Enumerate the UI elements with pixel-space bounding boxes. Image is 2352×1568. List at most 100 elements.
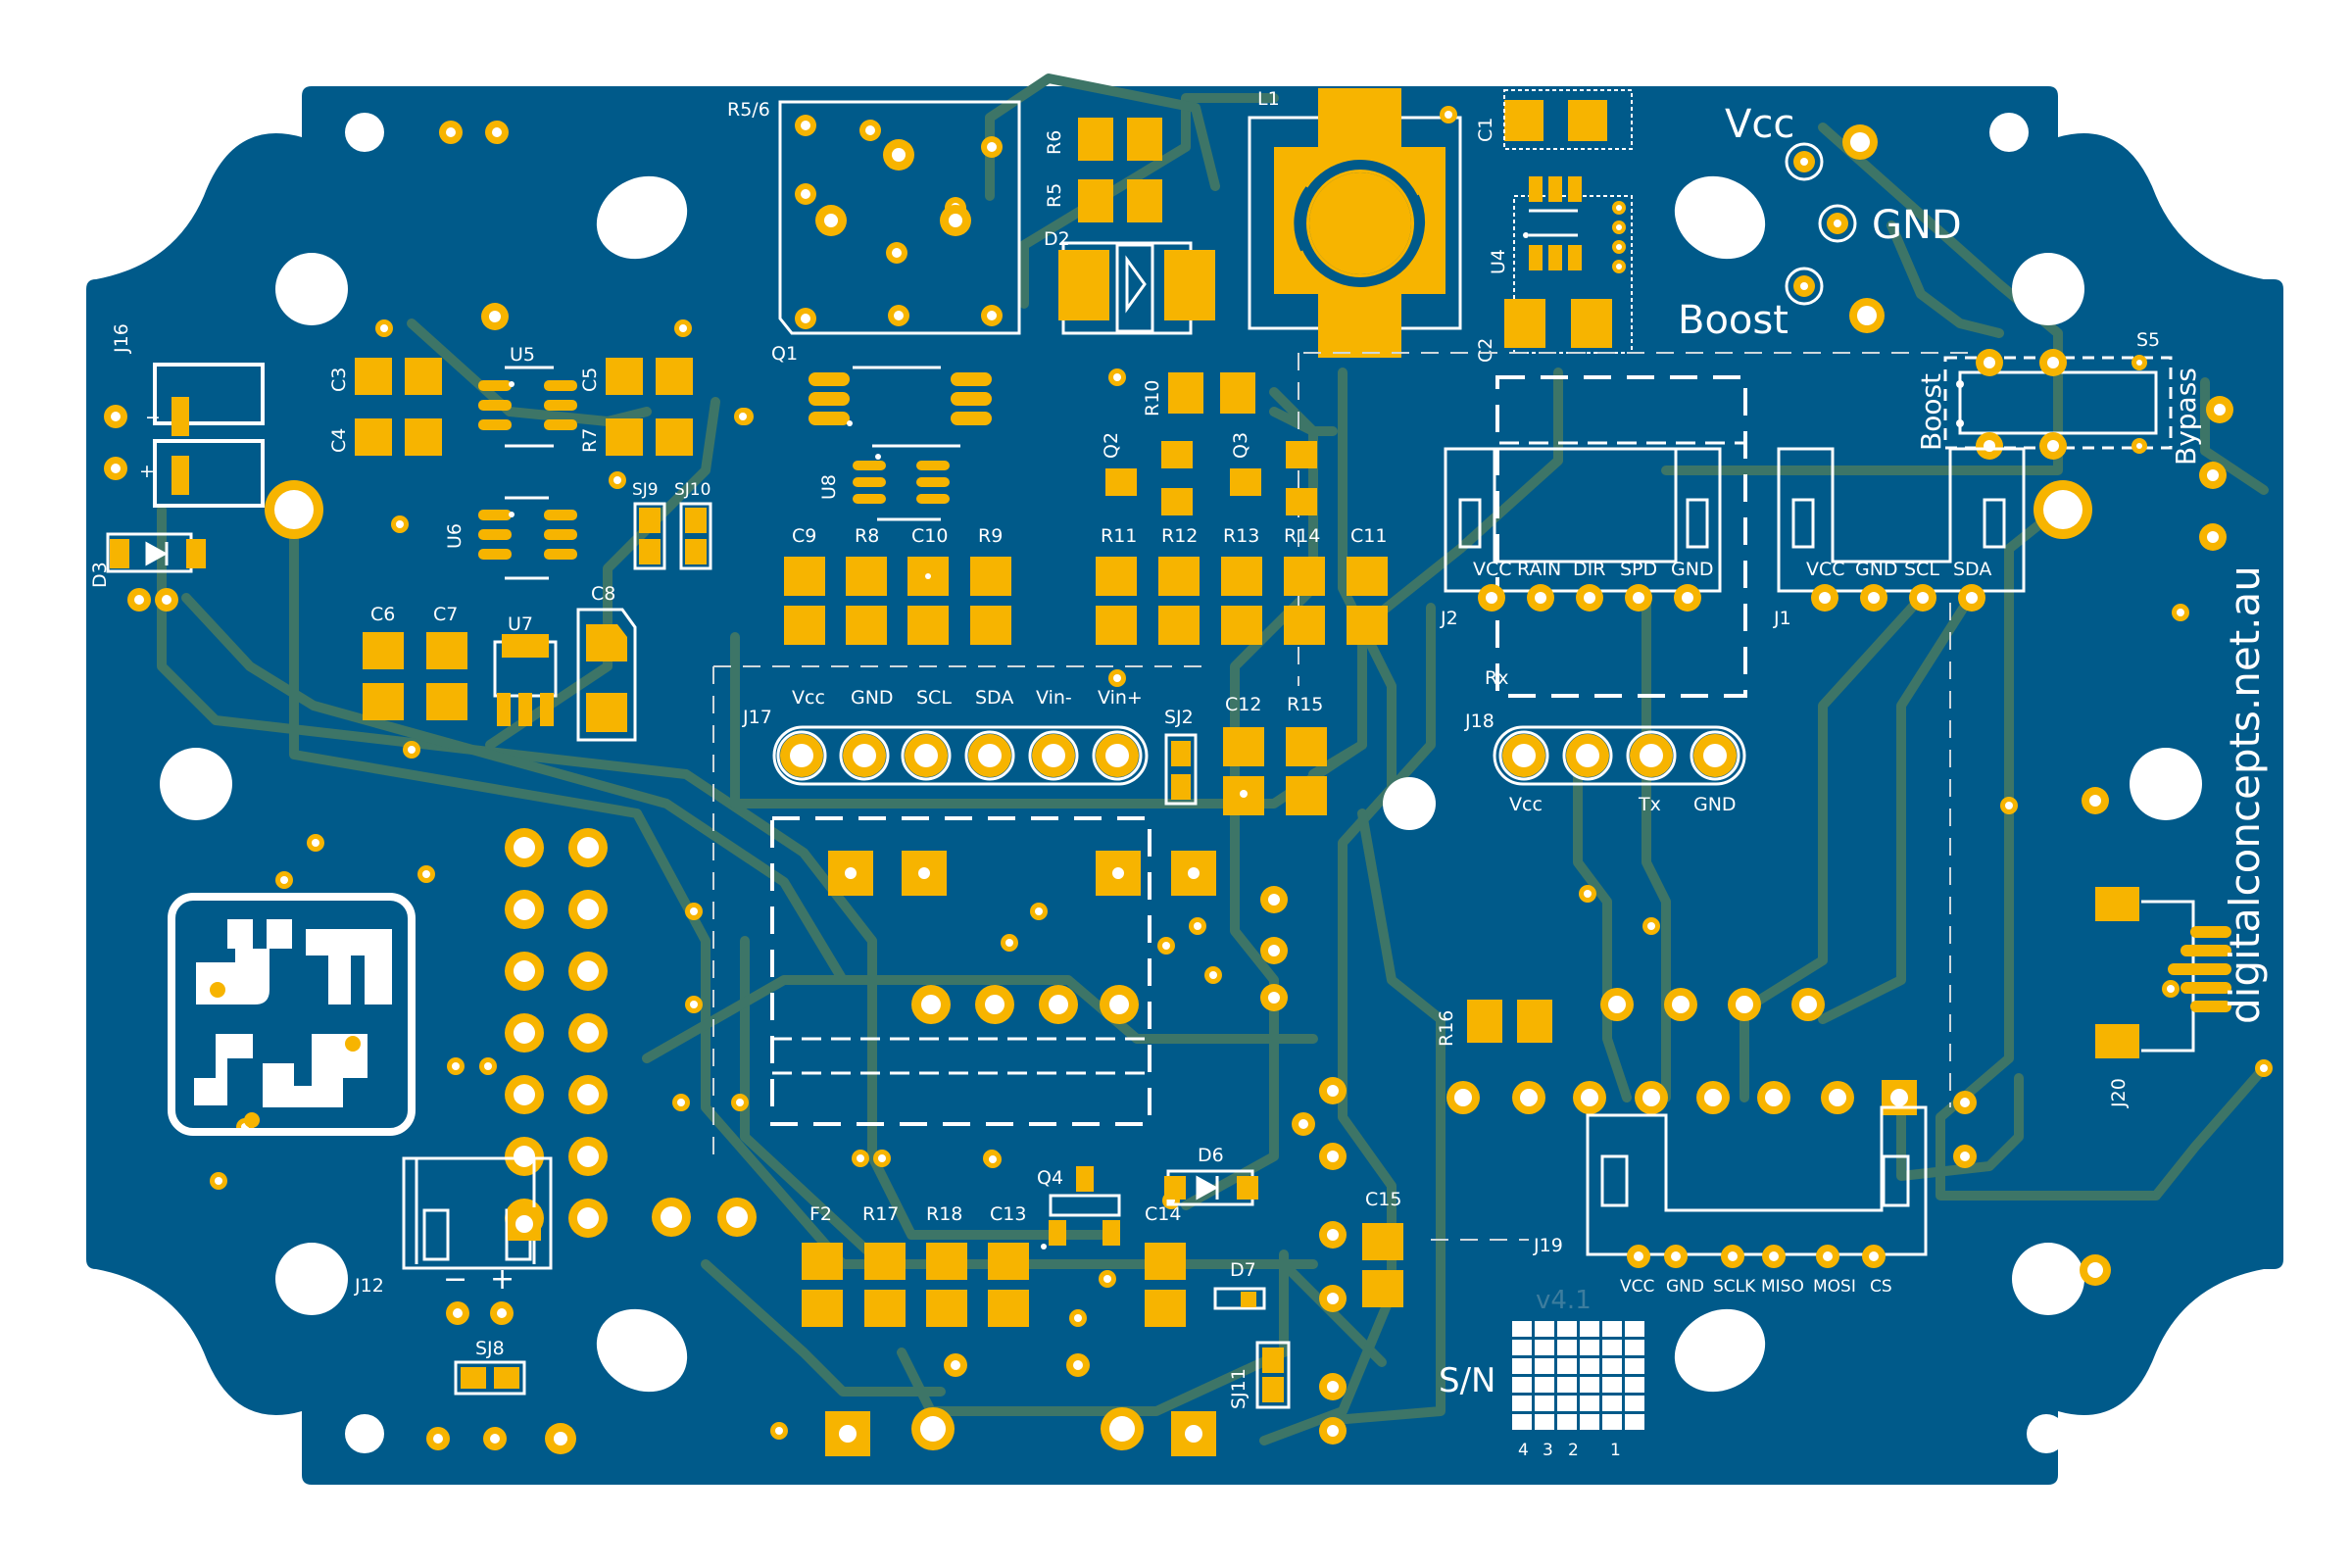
q1-label: Q1 (771, 343, 798, 365)
sj8-label: SJ8 (475, 1338, 505, 1359)
j2-pin-2: RAIN (1517, 559, 1561, 580)
j17-pin-5: Vin- (1036, 687, 1072, 709)
c3-label: C3 (328, 368, 350, 392)
serial-cell (1625, 1358, 1644, 1374)
c15-label: C15 (1365, 1189, 1401, 1210)
serial-cell (1512, 1321, 1532, 1337)
d3-diode: D3 (89, 532, 206, 612)
j1-pin-1: VCC (1806, 559, 1845, 580)
serial-cell (1602, 1377, 1622, 1393)
s5-boost-label: Boost (1915, 373, 1947, 451)
j2-connector: J2 VCC RAIN DIR SPD GND Rx (1440, 375, 1747, 698)
serial-cell (1512, 1377, 1532, 1393)
j19-pin-3: SCLK (1713, 1277, 1756, 1297)
serial-cell (1557, 1414, 1577, 1430)
j19-pin-6: CS (1870, 1277, 1892, 1297)
serial-cell (1602, 1414, 1622, 1430)
serial-cell (1557, 1396, 1577, 1411)
q1-area: R5/6 Q1 (727, 99, 1021, 365)
j19-pin-5: MOSI (1813, 1277, 1856, 1297)
serial-cell (1625, 1414, 1644, 1430)
j12-minus: − (443, 1262, 467, 1297)
vcc-label: Vcc (1725, 102, 1794, 147)
j2-pin-1: VCC (1473, 559, 1512, 580)
sj9-label: SJ9 (632, 480, 659, 500)
serial-cell (1580, 1321, 1599, 1337)
r11-c11-row: R11 R12 R13 R14 C11 (1096, 525, 1388, 687)
d3-label: D3 (89, 562, 111, 588)
sn-digit-1: 1 (1610, 1441, 1621, 1460)
bottom-components: F2 R17 R18 C13 C14 Q4 D6 D7 SJ11 (802, 1145, 1403, 1456)
r10-q2-q3: R10 Q2 Q3 (1101, 368, 1317, 515)
c13-label: C13 (990, 1203, 1026, 1225)
u6-label: U6 (444, 523, 466, 549)
c9-r9-row: C9 R8 C10 R9 (784, 525, 1011, 645)
u8-chip: U8 (734, 366, 992, 521)
serial-cell (1580, 1396, 1599, 1411)
j1-pin-3: SCL (1904, 559, 1939, 580)
s5-bypass-label: Bypass (2170, 368, 2202, 466)
u6-chip: U6 (444, 496, 577, 580)
c5-label: C5 (579, 368, 601, 392)
j1-label: J1 (1773, 608, 1791, 629)
j20-label: J20 (2108, 1078, 2130, 1108)
u7-label: U7 (508, 613, 533, 635)
u5-area: C3 C4 C5 R7 U5 (328, 319, 754, 533)
r18-label: R18 (926, 1203, 962, 1225)
r14-label: R14 (1284, 525, 1320, 547)
r10-label: R10 (1142, 380, 1163, 416)
serial-cell (1625, 1396, 1644, 1411)
sj2-label: SJ2 (1164, 707, 1194, 728)
serial-cell (1512, 1414, 1532, 1430)
rx-label: Rx (1485, 667, 1508, 689)
j2-label: J2 (1440, 608, 1458, 629)
r6-label: R6 (1044, 130, 1065, 155)
center-module (770, 816, 1222, 1126)
sj11-label: SJ11 (1228, 1368, 1250, 1409)
j2-pin-5: GND (1671, 559, 1714, 580)
test-points: Vcc GND Boost (1298, 102, 1970, 686)
serial-cell (1580, 1340, 1599, 1355)
serial-cell (1580, 1358, 1599, 1374)
gnd-label: GND (1872, 203, 1962, 248)
serial-cell (1580, 1377, 1599, 1393)
serial-cell (1535, 1396, 1554, 1411)
serial-cell (1602, 1321, 1622, 1337)
s5-switch[interactable]: S5 Boost Bypass (1915, 329, 2233, 621)
c4-label: C4 (328, 428, 350, 453)
j16-connector: J16 − + (104, 323, 265, 508)
serial-cell (1625, 1377, 1644, 1393)
j2-pin-3: DIR (1573, 559, 1605, 580)
j17-label: J17 (742, 707, 772, 728)
j18-gnd: GND (1693, 794, 1737, 815)
r8-label: R8 (855, 525, 879, 547)
sn-digit-4: 4 (1518, 1441, 1529, 1460)
j12-plus: + (490, 1262, 514, 1297)
c8-label: C8 (591, 583, 615, 605)
url-text: digitalconcepts.net.au (2221, 565, 2269, 1024)
serial-cell (1602, 1396, 1622, 1411)
j17-pin-6: Vin+ (1098, 687, 1143, 709)
r15-label: R15 (1287, 694, 1323, 715)
mid-vias (1260, 886, 1347, 1445)
j12-label: J12 (354, 1275, 384, 1297)
j16-minus: − (145, 407, 161, 428)
serial-cell (1535, 1377, 1554, 1393)
serial-cell (1535, 1358, 1554, 1374)
serial-cell (1512, 1358, 1532, 1374)
dm-logo-icon (168, 893, 416, 1136)
c7-label: C7 (433, 604, 458, 625)
j1-pin-4: SDA (1953, 559, 1991, 580)
j1-connector: J1 VCC GND SCL SDA (1773, 447, 2026, 1107)
r7-label: R7 (579, 428, 601, 453)
power-section: C6 C7 U7 C8 (363, 583, 637, 759)
sj10-label: SJ10 (674, 480, 710, 500)
j18-header: J18 Vcc Tx GND (1464, 710, 1746, 815)
serial-matrix-icon: v4.1 S/N 4 3 2 1 (1439, 1286, 1644, 1460)
l1-inductor: L1 (1248, 88, 1462, 358)
serial-cell (1557, 1340, 1577, 1355)
r12-label: R12 (1161, 525, 1198, 547)
j17-pin-3: SCL (916, 687, 952, 709)
serial-cell (1602, 1340, 1622, 1355)
